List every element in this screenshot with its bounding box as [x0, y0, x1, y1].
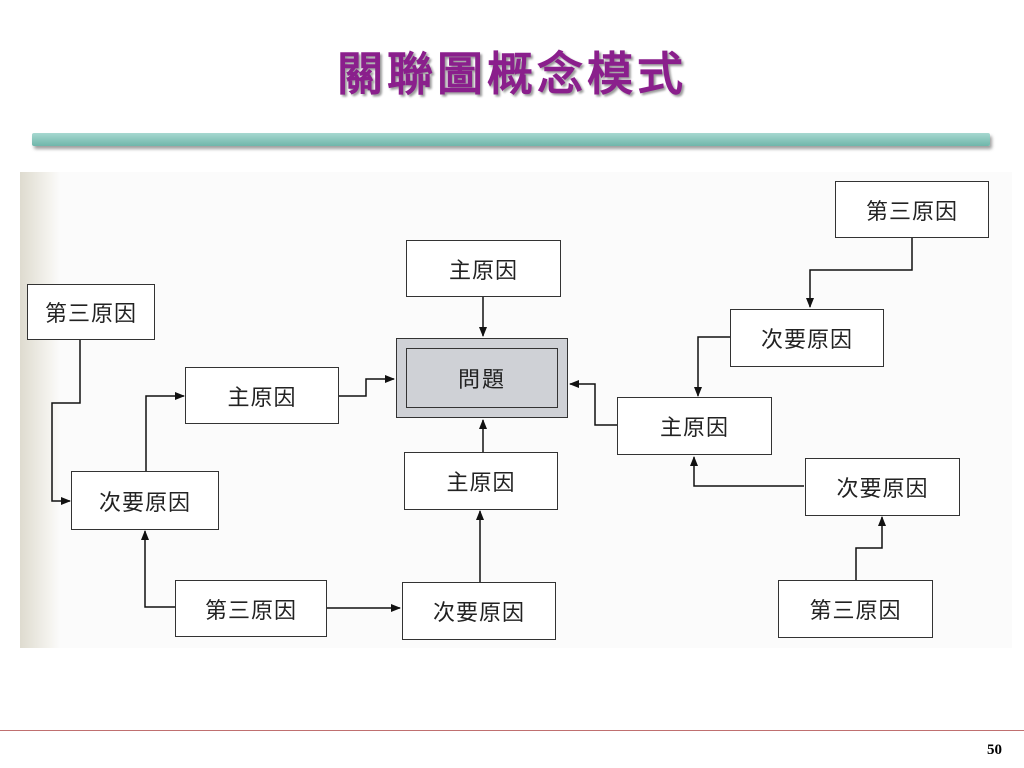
arrow-third-tr-to-secondary-rt: [806, 238, 913, 308]
page-number: 50: [987, 742, 1002, 758]
secondary-cause-right-top-box: 次要原因: [730, 309, 884, 367]
problem-box: 問題: [396, 338, 568, 418]
footer-divider: [0, 730, 1024, 731]
arrow-secondary-rb-to-main-right: [690, 456, 804, 487]
arrow-main-left-to-problem: [338, 375, 395, 397]
title-divider-bar: [32, 133, 990, 146]
third-cause-top-right-box: 第三原因: [835, 181, 989, 238]
arrow-third-bl-to-secondary-left: [141, 530, 175, 608]
arrow-third-br-to-secondary-rb: [855, 516, 886, 580]
secondary-cause-right-bottom-box: 次要原因: [805, 458, 960, 516]
book-page-edge: [20, 172, 60, 648]
main-cause-top-box: 主原因: [406, 240, 561, 297]
main-cause-right-box: 主原因: [617, 397, 772, 455]
third-cause-bottom-left-box: 第三原因: [175, 580, 327, 637]
main-cause-left-box: 主原因: [185, 367, 339, 424]
problem-label: 問題: [406, 348, 558, 408]
third-cause-bottom-right-box: 第三原因: [778, 580, 933, 638]
arrow-main-right-to-problem: [569, 380, 617, 426]
arrow-secondary-rt-to-main-right: [694, 336, 730, 397]
main-cause-center-box: 主原因: [404, 452, 558, 510]
secondary-cause-bottom-box: 次要原因: [402, 582, 556, 640]
third-cause-left-top-box: 第三原因: [27, 284, 155, 340]
secondary-cause-left-box: 次要原因: [71, 471, 219, 530]
arrow-third-lt-to-secondary-left: [51, 340, 81, 505]
arrow-secondary-left-to-main-left: [145, 392, 185, 471]
slide-title: 關聯圖概念模式: [337, 47, 687, 101]
